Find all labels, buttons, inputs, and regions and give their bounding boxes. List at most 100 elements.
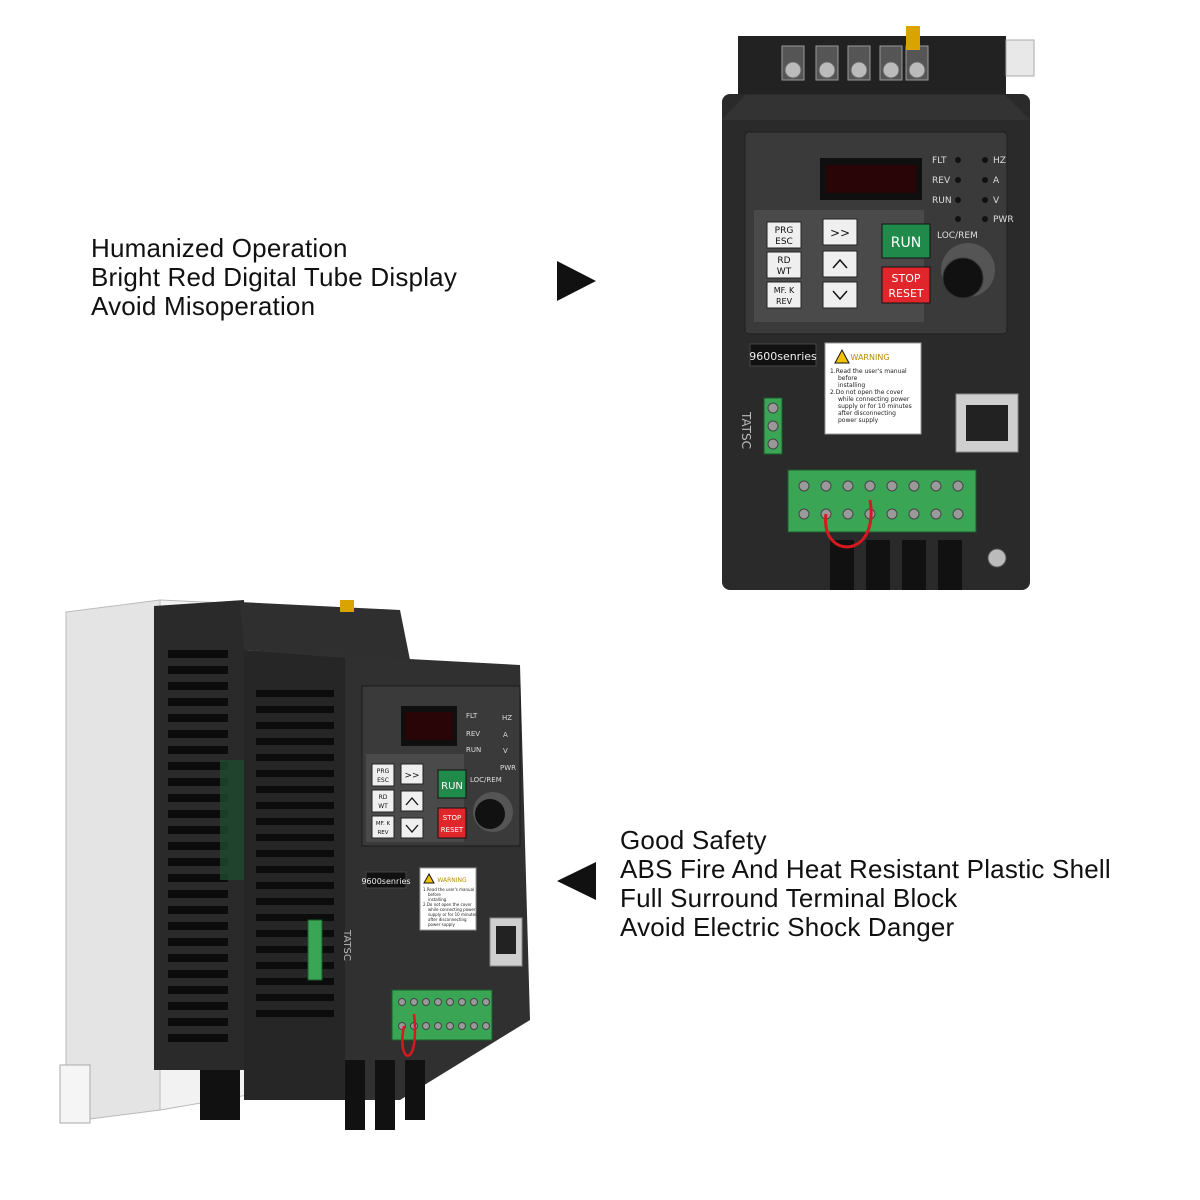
speed-knob-angled[interactable]: [473, 792, 513, 832]
shift-button[interactable]: >>: [822, 218, 858, 246]
caption-line: Humanized Operation: [91, 233, 348, 263]
svg-text:installing: installing: [838, 382, 865, 389]
svg-text:RD: RD: [379, 794, 388, 801]
svg-text:power supply: power supply: [428, 922, 455, 927]
mfk-rev-button[interactable]: MF. K REV: [766, 281, 802, 309]
caption-line: Full Surround Terminal Block: [620, 883, 958, 913]
svg-text:before: before: [428, 892, 441, 897]
rd-wt-button-angled[interactable]: RD WT: [371, 789, 395, 813]
svg-text:MF. K: MF. K: [774, 286, 795, 295]
indicator-run: RUN: [932, 196, 952, 206]
warning-label-angled: WARNING 1.Read the user's manual before …: [419, 867, 477, 931]
indicator-hz: HZ: [993, 156, 1006, 166]
svg-text:>>: >>: [404, 771, 419, 781]
inverter-front-view: FLT REV RUN HZ A V PWR PRG ESC RD WT MF.…: [722, 26, 1035, 590]
indicator-a: A: [993, 176, 1000, 186]
svg-text:1.Read the user's manual: 1.Read the user's manual: [423, 887, 474, 892]
svg-text:RUN: RUN: [891, 235, 921, 251]
arrow-left-icon: [557, 862, 596, 900]
svg-text:PRG: PRG: [775, 226, 794, 236]
svg-text:A: A: [503, 731, 508, 739]
svg-text:ESC: ESC: [775, 237, 793, 247]
side-marking-angled: TATSC: [341, 929, 352, 961]
svg-text:1.Read the user's manual: 1.Read the user's manual: [830, 368, 907, 375]
svg-text:2.Do not open the cover: 2.Do not open the cover: [423, 902, 472, 907]
stop-reset-button[interactable]: STOP RESET: [881, 266, 931, 304]
svg-text:RESET: RESET: [441, 826, 464, 834]
svg-text:9600senries: 9600senries: [361, 877, 410, 886]
svg-text:RESET: RESET: [888, 287, 924, 300]
run-button[interactable]: RUN: [881, 223, 931, 259]
mfk-rev-button-angled[interactable]: MF. K REV: [371, 815, 395, 839]
up-button-angled[interactable]: [400, 790, 424, 812]
chevron-up-icon: [405, 797, 419, 806]
chevron-up-icon: [832, 258, 848, 269]
loc-rem-label: LOC/REM: [937, 231, 978, 241]
svg-text:ESC: ESC: [377, 777, 389, 784]
svg-text:after disconnecting: after disconnecting: [838, 410, 896, 417]
caption-line: Good Safety: [620, 825, 767, 855]
svg-text:REV: REV: [466, 730, 480, 738]
svg-text:after disconnecting: after disconnecting: [428, 917, 467, 922]
svg-text:supply or for 10 minutes: supply or for 10 minutes: [838, 403, 912, 410]
svg-text:RUN: RUN: [466, 746, 481, 754]
svg-text:WT: WT: [777, 267, 792, 277]
svg-text:HZ: HZ: [502, 714, 512, 722]
svg-text:REV: REV: [776, 297, 793, 306]
svg-text:WARNING: WARNING: [437, 877, 467, 884]
indicator-v: V: [993, 196, 1000, 206]
rd-wt-button[interactable]: RD WT: [766, 251, 802, 279]
speed-knob[interactable]: [941, 243, 995, 299]
prg-esc-button-angled[interactable]: PRG ESC: [371, 763, 395, 787]
side-marking: TATSC: [739, 411, 753, 449]
svg-text:FLT: FLT: [466, 712, 478, 720]
svg-text:LOC/REM: LOC/REM: [470, 776, 502, 784]
svg-text:V: V: [503, 747, 508, 755]
run-button-angled[interactable]: RUN: [437, 769, 467, 799]
svg-text:installing: installing: [428, 897, 447, 902]
shift-button-angled[interactable]: >>: [400, 763, 424, 785]
svg-text:while connecting power: while connecting power: [838, 396, 910, 403]
caption-line: Bright Red Digital Tube Display: [91, 262, 458, 292]
warning-label: WARNING 1.Read the user's manual before …: [824, 342, 922, 435]
svg-text:>>: >>: [830, 226, 850, 240]
indicator-pwr: PWR: [993, 215, 1014, 225]
svg-text:RD: RD: [777, 256, 790, 266]
inverter-angled-view: TATSC FLT REV RUN HZ A V PWR PRG ESC RD …: [59, 599, 530, 1130]
indicator-rev: REV: [932, 176, 951, 186]
svg-text:WT: WT: [378, 803, 388, 810]
feature-caption-top: Humanized Operation Bright Red Digital T…: [91, 234, 457, 321]
terminal-block-angled: [391, 989, 493, 1057]
terminal-block: [787, 469, 977, 549]
up-button[interactable]: [822, 250, 858, 278]
svg-text:WARNING: WARNING: [850, 353, 889, 362]
svg-text:RUN: RUN: [441, 781, 463, 792]
svg-text:PWR: PWR: [500, 764, 516, 772]
caption-line: Avoid Misoperation: [91, 291, 316, 321]
feature-caption-bottom: Good Safety ABS Fire And Heat Resistant …: [620, 826, 1111, 942]
svg-text:STOP: STOP: [892, 272, 921, 285]
svg-text:before: before: [838, 375, 858, 382]
svg-text:REV: REV: [377, 830, 388, 836]
indicator-flt: FLT: [932, 156, 947, 166]
warning-icon: [834, 348, 850, 364]
svg-text:supply or for 10 minutes: supply or for 10 minutes: [428, 912, 477, 917]
svg-text:2.Do not open the cover: 2.Do not open the cover: [830, 389, 904, 396]
svg-text:PRG: PRG: [377, 768, 390, 775]
svg-text:MF. K: MF. K: [376, 821, 391, 827]
svg-text:power supply: power supply: [838, 417, 879, 424]
svg-text:while connecting power: while connecting power: [428, 907, 476, 912]
warning-icon: [423, 872, 435, 884]
caption-line: ABS Fire And Heat Resistant Plastic Shel…: [620, 854, 1111, 884]
prg-esc-button[interactable]: PRG ESC: [766, 221, 802, 249]
arrow-right-icon: [557, 261, 596, 301]
chevron-down-icon: [405, 824, 419, 833]
chevron-down-icon: [832, 290, 848, 301]
down-button[interactable]: [822, 281, 858, 309]
down-button-angled[interactable]: [400, 817, 424, 839]
stop-reset-button-angled[interactable]: STOP RESET: [437, 807, 467, 839]
svg-text:STOP: STOP: [443, 814, 461, 822]
caption-line: Avoid Electric Shock Danger: [620, 912, 955, 942]
series-label: 9600senries: [749, 350, 817, 363]
